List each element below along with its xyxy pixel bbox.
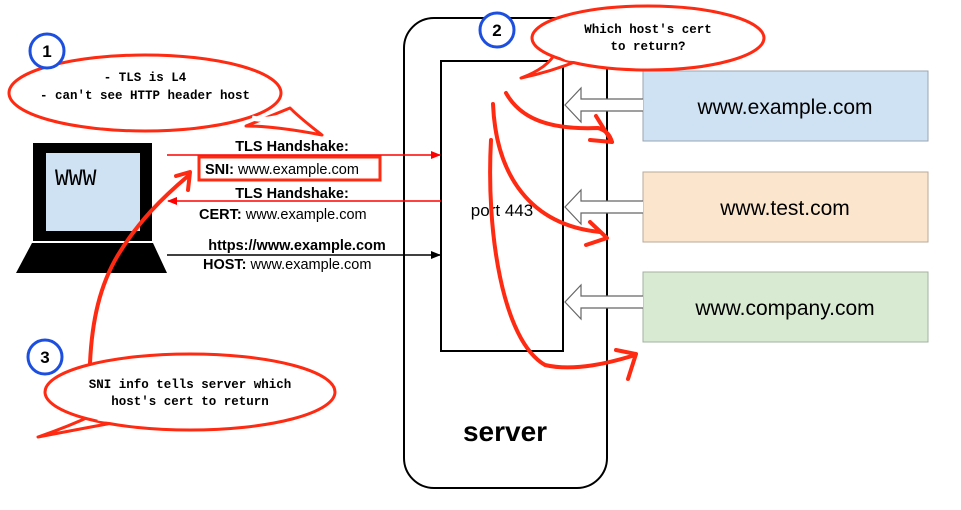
host-name-test: www.test.com xyxy=(719,197,850,220)
laptop-icon xyxy=(16,143,167,273)
port-443-box xyxy=(440,60,564,352)
badge-3-label: 3 xyxy=(40,348,49,367)
hollow-arrow-test xyxy=(564,188,643,226)
sni-label: SNI: xyxy=(205,162,234,178)
bubble-client xyxy=(7,53,324,137)
hollow-arrow-company xyxy=(564,283,643,321)
bubble-server xyxy=(519,4,766,80)
host-value: www.example.com xyxy=(247,257,372,273)
handshake2-title: TLS Handshake: xyxy=(235,186,349,202)
cert-line: CERT: www.example.com xyxy=(199,207,367,223)
bubble-client-line1: - TLS is L4 xyxy=(104,71,187,85)
lookup-arrows xyxy=(488,91,638,381)
bubble-client-line2: - can't see HTTP header host xyxy=(40,89,250,103)
sni-callout-arrow xyxy=(88,170,192,365)
host-line: HOST: www.example.com xyxy=(203,257,371,273)
host-box-test xyxy=(642,171,929,243)
cert-value: www.example.com xyxy=(242,207,367,223)
bubble-server-line1: Which host's cert xyxy=(584,23,712,37)
host-name-company: www.company.com xyxy=(694,297,874,320)
sni-line: SNI: www.example.com xyxy=(205,162,359,178)
hollow-arrow-example xyxy=(564,86,643,124)
sni-value: www.example.com xyxy=(234,162,359,178)
host-box-example xyxy=(642,70,929,142)
https-url: https://www.example.com xyxy=(208,238,386,254)
laptop-screen-text: WWW xyxy=(55,166,97,192)
host-box-company xyxy=(642,271,929,343)
badge-1-label: 1 xyxy=(42,42,51,61)
handshake1-title: TLS Handshake: xyxy=(235,139,349,155)
port-443-label: port 443 xyxy=(471,201,533,220)
cert-label: CERT: xyxy=(199,207,242,223)
sni-highlight-box xyxy=(197,155,382,182)
badge-1 xyxy=(28,32,66,70)
badge-2 xyxy=(478,11,516,49)
badge-2-label: 2 xyxy=(492,21,501,40)
bubble-server-line2: to return? xyxy=(610,40,685,54)
server-label: server xyxy=(463,416,547,447)
host-label: HOST: xyxy=(203,257,247,273)
badge-3 xyxy=(26,338,64,376)
bubble-sni xyxy=(36,352,337,439)
bubble-sni-line1: SNI info tells server which xyxy=(89,378,292,392)
host-name-example: www.example.com xyxy=(696,96,872,119)
bubble-sni-line2: host's cert to return xyxy=(111,395,269,409)
